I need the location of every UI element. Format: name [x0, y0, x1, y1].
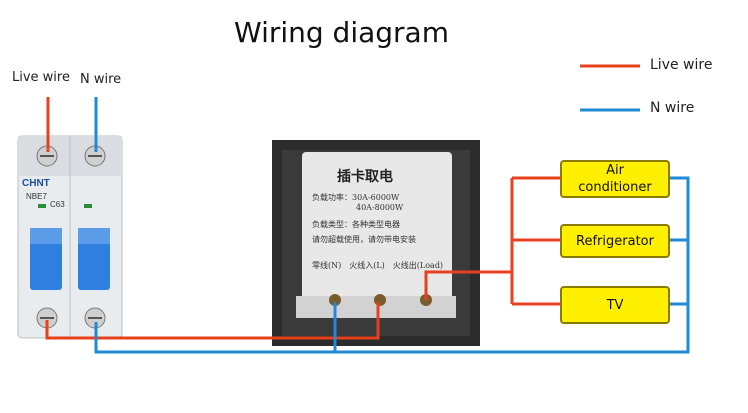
- panel-line2: 40A-8000W: [356, 203, 404, 212]
- n-wire-label: N wire: [80, 72, 122, 87]
- breaker-rating: C63: [50, 200, 65, 209]
- load-air-conditioner-label: Air conditioner: [578, 163, 652, 195]
- live-wire-label: Live wire: [12, 70, 70, 85]
- load-air-conditioner: Air conditioner: [560, 160, 670, 198]
- live-wire-paths: [45, 64, 640, 340]
- panel-line3: 负载类型：各种类型电器: [312, 220, 400, 229]
- card-switch-icon: [272, 140, 480, 346]
- load-refrigerator: Refrigerator: [560, 224, 670, 258]
- circuit-breaker-icon: [17, 135, 123, 339]
- neutral-wire-paths: [94, 97, 690, 354]
- legend-n-label: N wire: [650, 100, 695, 116]
- load-tv-label: TV: [606, 297, 624, 313]
- panel-heading: 插卡取电: [337, 169, 393, 185]
- legend-live-label: Live wire: [650, 57, 713, 73]
- panel-line1: 负载功率：30A-6000W: [312, 193, 400, 202]
- breaker-model: NBE7: [26, 192, 47, 201]
- panel-line4: 请勿超载使用，请勿带电安装: [312, 235, 416, 244]
- diagram-title: Wiring diagram: [234, 16, 449, 49]
- load-refrigerator-label: Refrigerator: [576, 233, 654, 249]
- panel-terminals: 零线(N) 火线入(L) 火线出(Load): [312, 261, 444, 270]
- breaker-brand: CHNT: [22, 178, 50, 189]
- load-tv: TV: [560, 286, 670, 324]
